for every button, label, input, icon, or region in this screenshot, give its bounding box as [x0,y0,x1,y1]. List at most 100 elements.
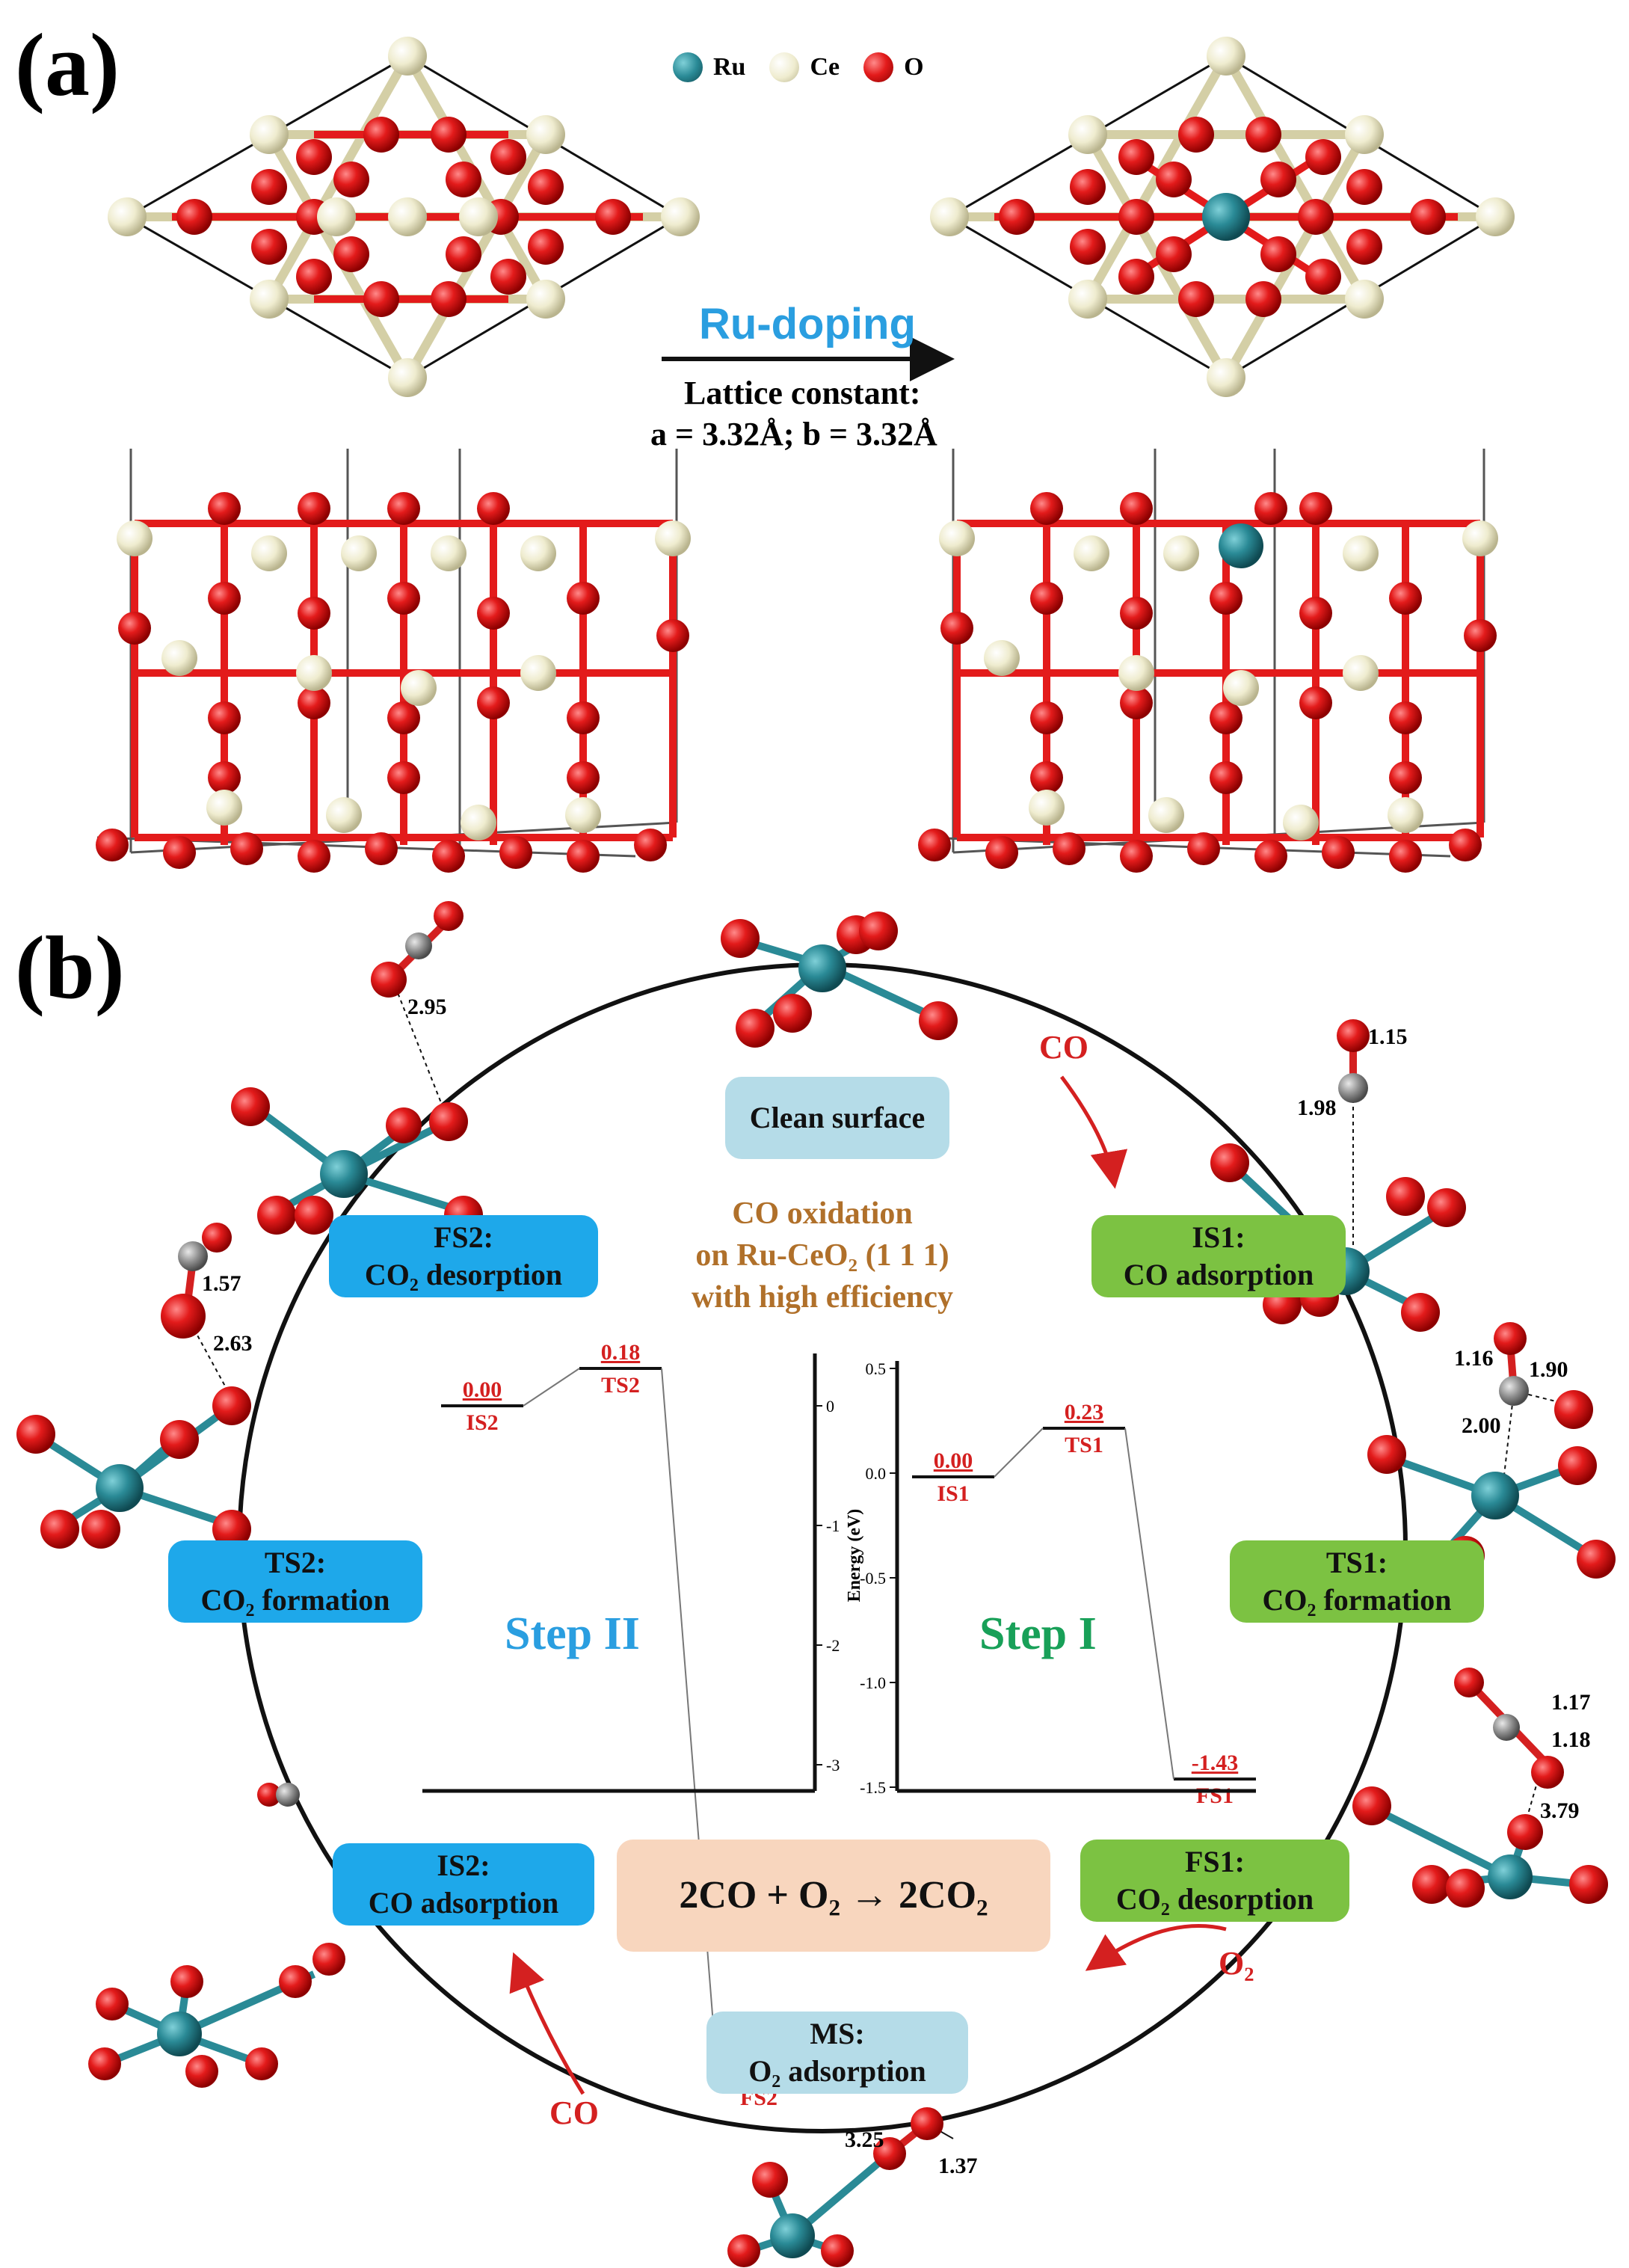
step1-name-fs1: FS1 [1196,1783,1234,1808]
dist-ms-b: 1.37 [938,2154,978,2178]
dist-ms-a: 3.25 [845,2127,884,2152]
tick-right-label: 0.5 [866,1359,887,1378]
dist-is1-a: 1.15 [1368,1024,1408,1049]
lattice-constant-label: Lattice constant: [684,375,921,411]
step2-name-ts2: TS2 [601,1373,640,1398]
dist-ts2-b: 2.63 [213,1331,253,1356]
step1-name-ts1: TS1 [1065,1433,1103,1457]
fs2-title: FS2: [434,1220,493,1254]
is1-desc: CO adsorption [1123,1258,1314,1291]
o2-label: O₂ [1219,1945,1254,1982]
ms-desc: O₂ adsorption [748,2054,926,2088]
overall-reaction: 2CO + O₂ → 2CO₂ [617,1840,1050,1952]
tick-left-label: -3 [826,1756,840,1774]
dist-fs1-b: 1.18 [1551,1727,1591,1752]
ce-legend-swatch [769,52,800,82]
tick-right-label: -0.5 [860,1569,886,1588]
ms-label: MS: O₂ adsorption [706,2012,968,2094]
ru-legend-label: Ru [713,53,746,81]
dist-fs2: 2.95 [407,995,447,1019]
fs2-cluster [231,901,483,1235]
tick-right-label: -1.5 [860,1778,886,1797]
co-in-arrow-top [1059,1075,1128,1189]
lattice-constant-values: a = 3.32Å; b = 3.32Å [650,416,937,452]
clean-surface-cluster [721,912,958,1048]
dist-ts1-b: 1.90 [1529,1357,1568,1382]
center-line-3: with high efficiency [692,1280,953,1315]
atom-legend: Ru Ce O [673,52,924,82]
dist-fs1-c: 3.79 [1540,1798,1580,1823]
is2-desc: CO adsorption [368,1886,559,1920]
fs1-cluster [1352,1668,1608,1908]
is1-label: IS1: CO adsorption [1091,1215,1346,1297]
ts2-cluster [16,1223,251,1549]
step2-name-is2: IS2 [466,1410,498,1435]
o2-in-arrow [1085,1924,1227,1971]
step1-name-is1: IS1 [937,1481,969,1506]
clean-surface-label: Clean surface [725,1077,949,1159]
top-view-undoped [108,37,700,397]
top-view-ru-doped [930,37,1515,397]
is2-label: IS2: CO adsorption [333,1843,594,1926]
step2-value-ts2: 0.18 [601,1340,641,1365]
center-description: CO oxidation on Ru-CeO₂ (1 1 1) with hig… [658,1193,987,1318]
energy-axes: 0 -1 -2 -3 0.5 0.0 -0.5 -1.0 -1.5 Energy (eV) [422,1353,1256,1797]
panel-a-label: (a) [15,15,120,114]
ru-legend-swatch [673,52,703,82]
step1-connector [1124,1428,1174,1780]
fs1-label: FS1: CO₂ desorption [1080,1840,1349,1922]
dist-fs1-a: 1.17 [1551,1690,1591,1715]
step1-connector [994,1428,1044,1478]
is1-title: IS1: [1192,1220,1245,1254]
overall-reaction-text: 2CO + O₂ → 2CO₂ [679,1874,988,1917]
ce-legend-label: Ce [810,53,840,81]
step1-title: Step I [979,1608,1097,1659]
is2-cluster [88,1783,345,2088]
is2-title: IS2: [437,1848,490,1882]
ru-doping-title: Ru-doping [699,300,916,348]
fs1-desc: CO₂ desorption [1115,1882,1314,1916]
energy-axis-label: Energy (eV) [845,1509,864,1602]
o-legend-label: O [904,53,924,81]
step2-value-is2: 0.00 [463,1377,502,1402]
dist-ts2-a: 1.57 [202,1271,241,1296]
ts1-label: TS1: CO₂ formation [1230,1540,1484,1623]
side-view-ru-doped [918,449,1498,873]
center-line-2: on Ru-CeO₂ (1 1 1) [695,1238,949,1273]
fs1-title: FS1: [1185,1845,1245,1878]
fs2-desc: CO₂ desorption [364,1258,563,1291]
dist-ts1-a: 1.16 [1454,1346,1494,1371]
clean-surface-text: Clean surface [749,1101,926,1134]
ts2-title: TS2: [264,1546,327,1579]
dist-ts1-c: 2.00 [1462,1413,1501,1438]
tick-left-label: 0 [826,1397,834,1416]
tick-left-label: -2 [826,1636,840,1655]
ts1-desc: CO₂ formation [1262,1583,1452,1617]
center-line-1: CO oxidation [732,1196,913,1231]
fs2-label: FS2: CO₂ desorption [329,1215,598,1297]
ms-title: MS: [810,2017,865,2050]
tick-right-label: 0.0 [866,1464,887,1483]
tick-right-label: -1.0 [860,1674,886,1692]
side-view-undoped [96,449,691,873]
o-legend-swatch [863,52,894,82]
dist-is1-b: 1.98 [1297,1095,1337,1120]
step1-value-is1: 0.00 [934,1448,973,1473]
panel-b-label: (b) [15,918,125,1017]
ms-cluster [727,2107,954,2267]
step1-value-fs1: -1.43 [1192,1751,1239,1775]
co-bottom-label: CO [549,2095,599,2131]
step2-title: Step II [505,1608,640,1659]
step2-connector [523,1368,580,1407]
ts1-title: TS1: [1325,1546,1388,1579]
ts2-label: TS2: CO₂ formation [168,1540,422,1623]
co-in-arrow-bottom [509,1952,585,2095]
step2-connector [661,1368,718,2081]
ts2-desc: CO₂ formation [200,1583,390,1617]
co-top-label: CO [1039,1029,1088,1066]
step1-value-ts1: 0.23 [1065,1400,1104,1425]
tick-left-label: -1 [826,1516,840,1535]
